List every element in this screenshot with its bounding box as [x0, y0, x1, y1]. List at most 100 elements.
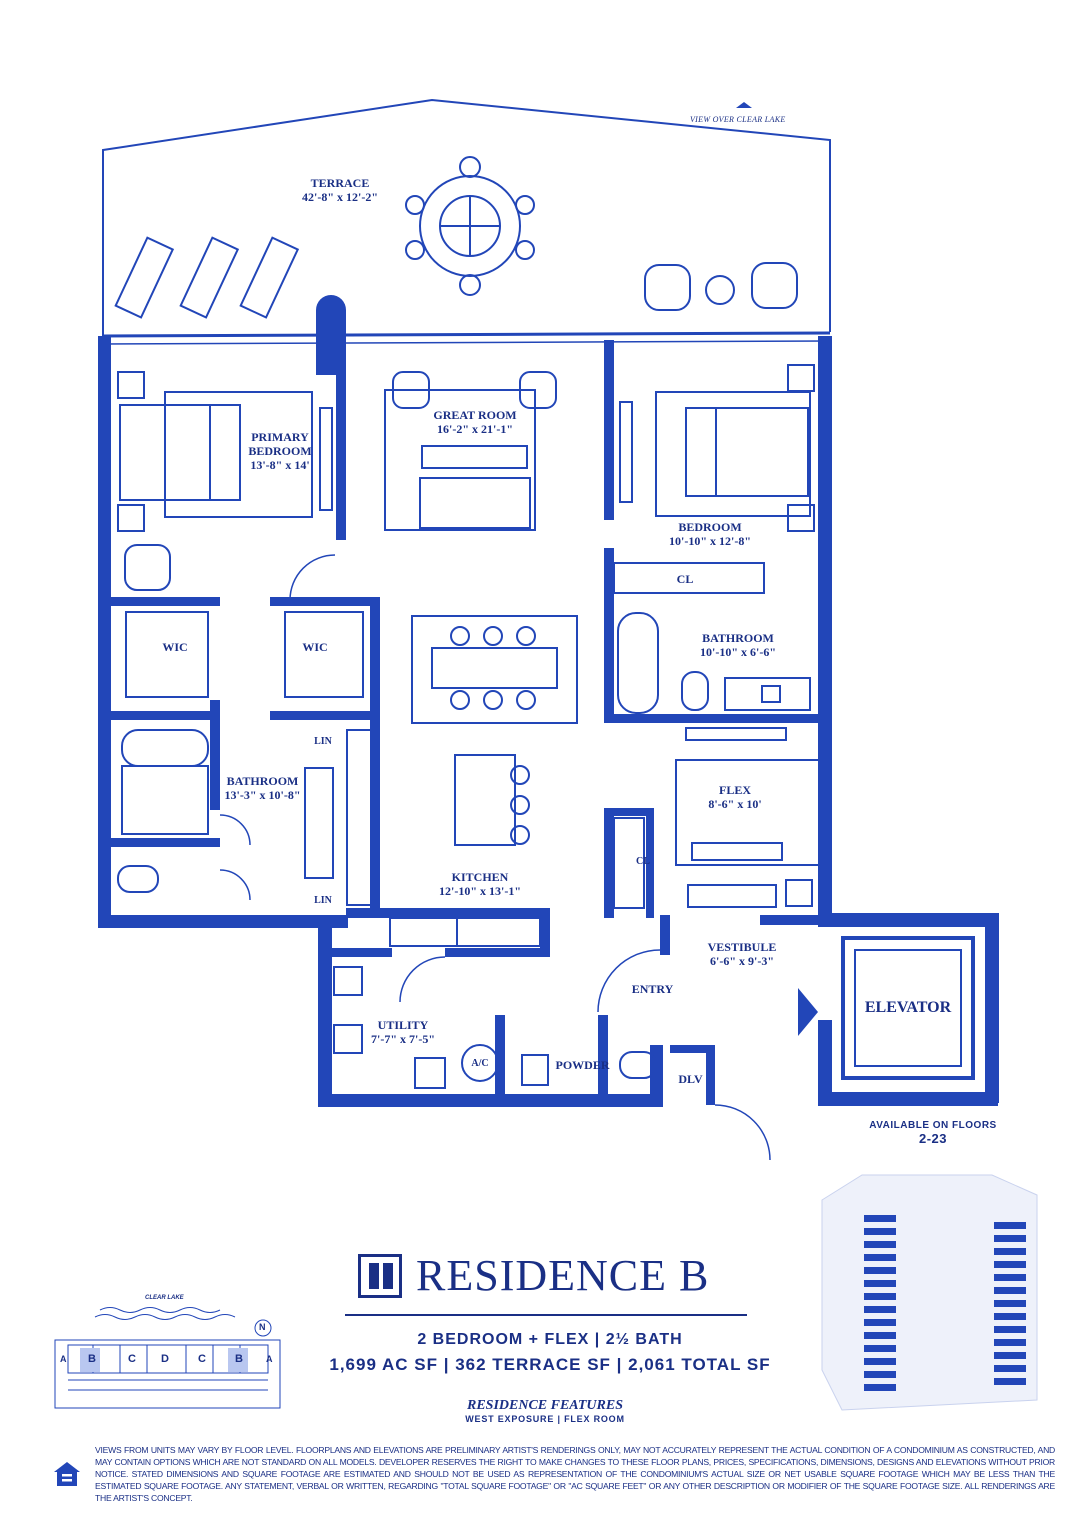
room-name: GREAT ROOM [433, 408, 517, 422]
round-table-icon [405, 156, 535, 296]
room-dims: 13'-3" x 10'-8" [224, 788, 301, 802]
dining-table-icon [431, 647, 558, 689]
key-plan-drawing [54, 1307, 281, 1409]
toilet-icon [681, 671, 709, 711]
room-flex: FLEX 8'-6" x 10' [695, 783, 775, 811]
bed-icon [685, 407, 809, 497]
shower-icon [121, 765, 209, 835]
specs-line-1: 2 BEDROOM + FLEX | 2½ BATH [417, 1331, 683, 1348]
room-name: BATHROOM [702, 631, 774, 645]
view-label: VIEW OVER CLEAR LAKE [690, 115, 786, 124]
equal-housing-icon [54, 1462, 80, 1486]
key-unit: A [60, 1354, 67, 1364]
wall-bottom-left [98, 915, 348, 928]
kitchen-island-icon [454, 754, 516, 846]
brand-logo-icon [358, 1254, 402, 1298]
room-lin-top: LIN [314, 736, 332, 747]
room-dims: 8'-6" x 10' [708, 797, 762, 811]
key-unit: C [128, 1353, 136, 1365]
room-name: TERRACE [310, 176, 370, 190]
sink-icon [761, 685, 781, 703]
ac-unit-icon [461, 1044, 499, 1082]
key-unit: B [235, 1353, 243, 1365]
side-table-icon [705, 275, 735, 305]
availability-floors: 2-23 [918, 1131, 948, 1146]
room-dims: 42'-8" x 12'-2" [302, 190, 378, 204]
room-dims: 12'-10" x 13'-1" [439, 884, 521, 898]
armchair-icon [751, 262, 798, 309]
wall-left [98, 336, 111, 928]
room-terrace: TERRACE 42'-8" x 12'-2" [280, 176, 400, 204]
toilet-icon [117, 865, 159, 893]
legal-disclaimer: VIEWS FROM UNITS MAY VARY BY FLOOR LEVEL… [95, 1445, 1055, 1503]
room-powder: POWDER [555, 1058, 610, 1072]
terrace-outline [102, 98, 831, 337]
features-items: WEST EXPOSURE | FLEX ROOM [465, 1414, 625, 1424]
room-primary-bedroom: PRIMARY BEDROOM 13'-8" x 14' [225, 430, 335, 472]
room-name: PRIMARY [251, 430, 309, 444]
room-bathroom-left: BATHROOM 13'-3" x 10'-8" [210, 774, 315, 802]
desk-icon [691, 842, 783, 861]
building-image [821, 1174, 1038, 1411]
key-unit: B [88, 1353, 96, 1365]
room-dims: 13'-8" x 14' [250, 458, 310, 472]
key-plan: CLEAR LAKE N A B C D C B A [50, 1290, 295, 1415]
armchair-icon [124, 544, 171, 591]
key-unit: A [266, 1354, 273, 1364]
key-lake-label: CLEAR LAKE [145, 1295, 184, 1301]
floor-plan [98, 98, 999, 1160]
lounge-chair-icon [239, 236, 300, 319]
room-name: UTILITY [377, 1018, 429, 1032]
room-elevator: ELEVATOR [864, 999, 952, 1016]
room-wic-left: WIC [162, 640, 188, 654]
room-name: KITCHEN [451, 870, 509, 884]
armchair-icon [644, 264, 691, 311]
room-closet: CL [676, 572, 694, 586]
residence-title: RESIDENCE B [358, 1250, 718, 1302]
residence-features: RESIDENCE FEATURES WEST EXPOSURE | FLEX … [400, 1398, 690, 1424]
room-dims: 10'-10" x 12'-8" [669, 534, 751, 548]
room-dims: 16'-2" x 21'-1" [437, 422, 513, 436]
room-entry: ENTRY [631, 982, 674, 996]
residence-name: RESIDENCE B [416, 1251, 710, 1300]
room-name: BEDROOM [678, 520, 742, 534]
features-heading: RESIDENCE FEATURES [466, 1398, 623, 1413]
availability: AVAILABLE ON FLOORS 2-23 [858, 1120, 1008, 1146]
bed-icon [119, 404, 241, 501]
key-unit: C [198, 1353, 206, 1365]
bathtub-icon [617, 612, 659, 714]
room-name: FLEX [718, 783, 751, 797]
stove-icon [389, 917, 458, 947]
washer-icon [333, 966, 363, 996]
room-dims: 7'-7" x 7'-5" [371, 1032, 435, 1046]
entry-arrow-icon [798, 988, 818, 1036]
room-bathroom-right: BATHROOM 10'-10" x 6'-6" [678, 631, 798, 659]
title-rule [345, 1314, 747, 1316]
room-ac: A/C [471, 1058, 489, 1069]
armchair-icon [392, 371, 430, 409]
elevator-car [841, 936, 975, 1080]
room-lin-bottom: LIN [314, 895, 332, 906]
bathtub-icon [121, 729, 209, 767]
room-vestibule: VESTIBULE 6'-6" x 9'-3" [682, 940, 802, 968]
room-utility: UTILITY 7'-7" x 7'-5" [358, 1018, 448, 1046]
room-name: BATHROOM [226, 774, 299, 788]
lounge-chair-icon [114, 236, 175, 319]
room-great-room: GREAT ROOM 16'-2" x 21'-1" [415, 408, 535, 436]
toilet-icon [619, 1051, 657, 1079]
lounge-chair-icon [179, 236, 240, 319]
north-arrow-icon [254, 1319, 272, 1337]
key-unit: D [161, 1353, 169, 1365]
room-name: VESTIBULE [707, 940, 777, 954]
room-dlv: DLV [678, 1072, 703, 1086]
room-kitchen: KITCHEN 12'-10" x 13'-1" [420, 870, 540, 898]
armchair-icon [519, 371, 557, 409]
room-name: BEDROOM [248, 444, 312, 458]
wall-bottom [318, 1094, 663, 1107]
view-arrow-icon [736, 102, 752, 108]
room-dims: 10'-10" x 6'-6" [700, 645, 776, 659]
residence-specs: 2 BEDROOM + FLEX | 2½ BATH 1,699 AC SF |… [300, 1328, 800, 1378]
room-bedroom: BEDROOM 10'-10" x 12'-8" [650, 520, 770, 548]
room-dims: 6'-6" x 9'-3" [710, 954, 774, 968]
sofa-icon [419, 477, 531, 529]
